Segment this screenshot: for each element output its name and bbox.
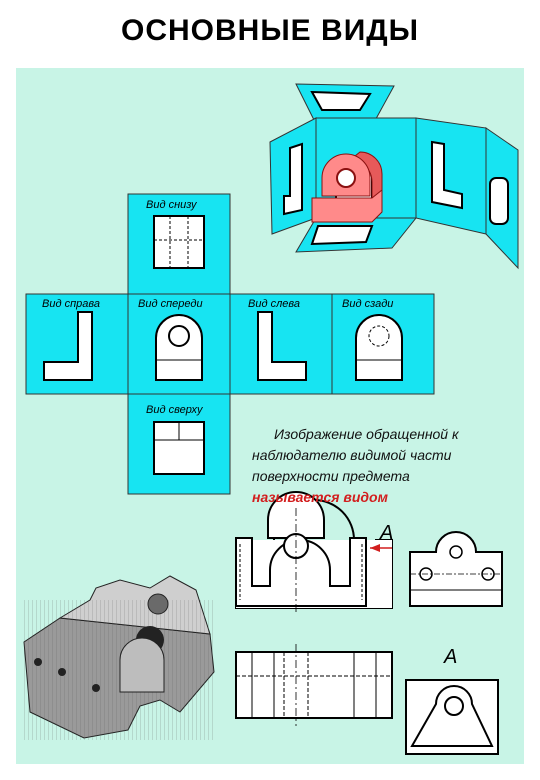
unfolded-projection-box — [269, 83, 519, 270]
label-right-view: Вид справа — [42, 298, 100, 310]
label-top-view: Вид сверху — [146, 404, 203, 416]
label-left-view: Вид слева — [248, 298, 301, 310]
arrow-label-a: А — [380, 522, 394, 544]
technical-drawing — [235, 491, 503, 755]
label-front-view: Вид спереди — [138, 298, 203, 310]
view-label-a: А — [444, 646, 458, 668]
definition-line-1: Изображение обращенной к — [274, 426, 459, 442]
definition-line-4: называется видом — [252, 489, 388, 505]
label-bottom-view: Вид снизу — [146, 199, 197, 211]
view-cross — [25, 193, 435, 495]
definition-line-2: наблюдателю видимой части — [252, 447, 452, 463]
isometric-part — [23, 575, 215, 740]
poster-title: ОСНОВНЫЕ ВИДЫ — [120, 14, 419, 47]
definition-line-3: поверхности предмета — [252, 468, 410, 484]
label-back-view: Вид сзади — [342, 298, 394, 310]
definition-text: Изображение обращенной к наблюдателю вид… — [252, 424, 514, 508]
